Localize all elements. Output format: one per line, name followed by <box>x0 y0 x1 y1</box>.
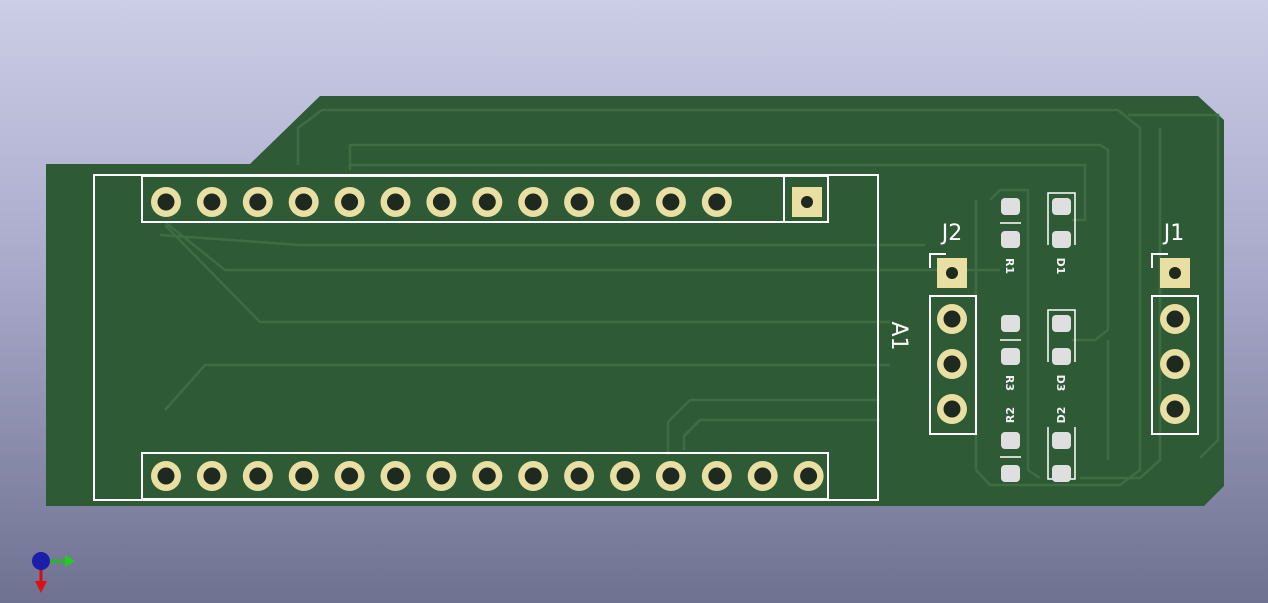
r1-ref-label: R1 <box>1003 258 1016 274</box>
d1-silk-outline <box>1047 192 1076 245</box>
r3-ref-label: R3 <box>1003 375 1016 391</box>
copper-traces <box>159 108 1220 487</box>
a1-bottom-pin-14-drill <box>754 467 772 485</box>
j1-ref-label: J1 <box>1162 221 1185 246</box>
a1-ref-label: A1 <box>886 321 911 350</box>
r1-pad-2 <box>1001 231 1020 248</box>
j2-ref-label: J2 <box>940 221 963 246</box>
j1-pin1-marker <box>1151 253 1168 268</box>
a1-bottom-pin-13-drill <box>708 467 726 485</box>
led-d1[interactable]: D1 <box>1047 192 1076 275</box>
j1-pin1-drill <box>1169 267 1181 279</box>
d1-ref-label: D1 <box>1054 258 1067 275</box>
r3-pad-2 <box>1001 348 1020 365</box>
d1-pad-1 <box>1052 198 1071 215</box>
j2-pin-4-drill <box>943 400 961 418</box>
j2-pin1-marker <box>929 253 946 268</box>
a1-top-pin-4-drill <box>295 193 313 211</box>
a1-top-pin-8-drill <box>478 193 496 211</box>
a1-top-pin-3-drill <box>249 193 267 211</box>
j2-pin-3-drill <box>943 355 961 373</box>
led-d3[interactable]: D3 <box>1047 309 1076 392</box>
a1-top-pin-10-drill <box>570 193 588 211</box>
d1-pad-2 <box>1052 231 1071 248</box>
connector-j1[interactable]: J1 <box>1151 221 1199 435</box>
a1-bottom-pin-row <box>151 461 824 491</box>
d2-ref-label: D2 <box>1055 407 1068 424</box>
a1-bottom-pin-15-drill <box>800 467 818 485</box>
module-a1[interactable]: A1 <box>93 174 911 501</box>
a1-bottom-pin-1-drill <box>157 467 175 485</box>
a1-top-pin-1-drill <box>157 193 175 211</box>
a1-bottom-header-outline <box>141 452 829 500</box>
j2-pin-2-drill <box>943 310 961 328</box>
a1-bottom-pin-8-drill <box>478 467 496 485</box>
resistor-r1[interactable]: R1 <box>1000 198 1021 274</box>
a1-bottom-pin-9-drill <box>524 467 542 485</box>
d3-pad-1 <box>1052 315 1071 332</box>
j2-pin1-drill <box>946 267 958 279</box>
j1-pin-4-drill <box>1166 400 1184 418</box>
a1-top-pin-7-drill <box>432 193 450 211</box>
a1-top-pin-row <box>151 187 732 217</box>
a1-bottom-pin-2-drill <box>203 467 221 485</box>
a1-top-pin-11-drill <box>616 193 634 211</box>
a1-top-pin-13-drill <box>708 193 726 211</box>
a1-bottom-pin-3-drill <box>249 467 267 485</box>
a1-top-pin-6-drill <box>387 193 404 211</box>
a1-bottom-pin-5-drill <box>341 467 359 485</box>
connector-j2[interactable]: J2 <box>929 221 977 435</box>
a1-top-pin-12-drill <box>662 193 680 211</box>
j2-round-pins <box>937 304 967 424</box>
d2-pad-2 <box>1052 465 1071 482</box>
d2-pad-1 <box>1052 432 1071 449</box>
a1-top-pin-5-drill <box>341 193 359 211</box>
a1-bottom-pin-7-drill <box>432 467 450 485</box>
a1-pin1-drill <box>801 196 813 208</box>
a1-bottom-pin-6-drill <box>387 467 404 485</box>
r3-pad-1 <box>1001 315 1020 332</box>
resistor-r3[interactable]: R3 <box>1000 315 1021 391</box>
a1-bottom-pin-10-drill <box>570 467 588 485</box>
d3-silk-outline <box>1047 309 1076 362</box>
resistor-r2[interactable]: R2 <box>1000 407 1021 482</box>
r1-pad-1 <box>1001 198 1020 215</box>
j1-outline <box>1151 295 1199 435</box>
led-d2[interactable]: D2 <box>1047 407 1076 482</box>
xyz-axis-icon <box>32 552 75 593</box>
r2-pad-2 <box>1001 465 1020 482</box>
a1-top-header-outline <box>141 175 829 223</box>
d3-pad-2 <box>1052 348 1071 365</box>
j2-outline <box>929 295 977 435</box>
a1-bottom-pin-12-drill <box>662 467 680 485</box>
j1-pin-2-drill <box>1166 310 1184 328</box>
j1-pin-3-drill <box>1166 355 1184 373</box>
a1-bottom-pin-11-drill <box>616 467 634 485</box>
r2-pad-1 <box>1001 432 1020 449</box>
j1-round-pins <box>1160 304 1190 424</box>
r2-ref-label: R2 <box>1004 407 1017 423</box>
d3-ref-label: D3 <box>1054 375 1067 392</box>
a1-top-pin-2-drill <box>203 193 221 211</box>
a1-bottom-pin-4-drill <box>295 467 313 485</box>
a1-top-pin-9-drill <box>524 193 542 211</box>
